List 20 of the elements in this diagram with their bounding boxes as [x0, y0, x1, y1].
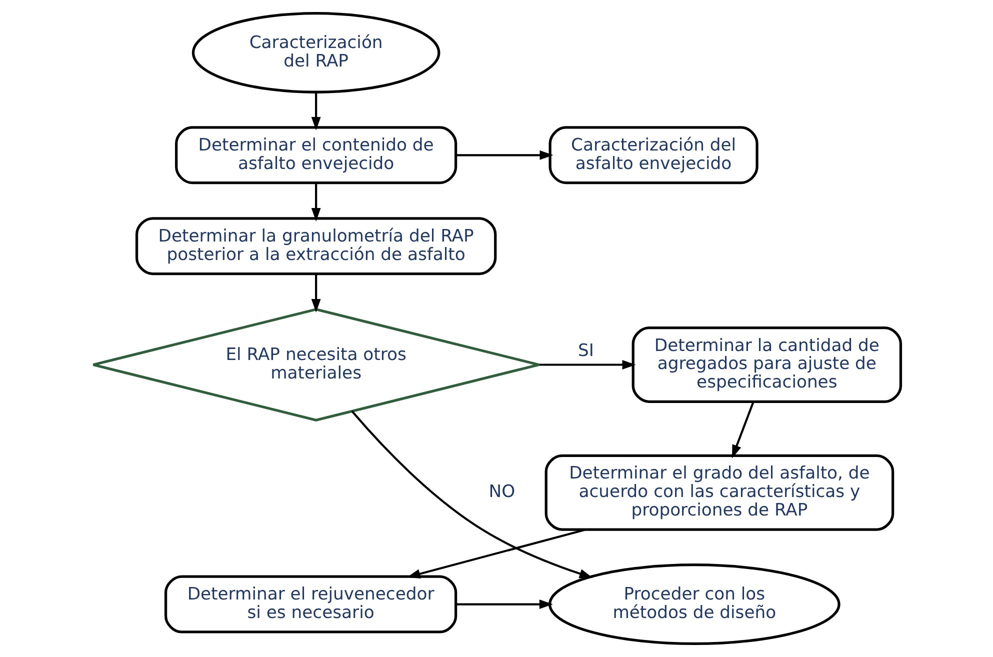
node-box: Determinar la cantidad de agregados para ajuste de especificaciones — [631, 326, 902, 403]
arrow — [406, 528, 586, 578]
node-box: Caracterización del asfalto envejecido — [548, 126, 758, 184]
node-box: Determinar el contenido de asfalto envejecido — [174, 126, 457, 184]
arrow — [455, 150, 553, 160]
node-box: Determinar el rejuvenecedor si es necesario — [164, 575, 457, 634]
edge-label: NO — [488, 482, 515, 502]
node-box: Determinar la granulometría del RAP posterior a la extracción de asfalto — [134, 217, 496, 276]
node-ellipse: Caracterización del RAP — [191, 12, 440, 94]
node-ellipse: Proceder con los métodos de diseño — [548, 564, 840, 646]
arrow — [310, 274, 320, 312]
arrow — [538, 360, 636, 370]
node-diamond: El RAP necesita otros materiales — [91, 308, 540, 422]
node-box: Determinar el grado del asfalto, de acuerdo con las características y proporciones de RAP — [544, 454, 894, 531]
edge-label: SI — [578, 341, 594, 362]
arrow — [310, 92, 320, 130]
arrow — [350, 410, 592, 578]
arrow — [731, 402, 754, 458]
arrow — [310, 182, 320, 222]
arrow — [456, 600, 552, 609]
